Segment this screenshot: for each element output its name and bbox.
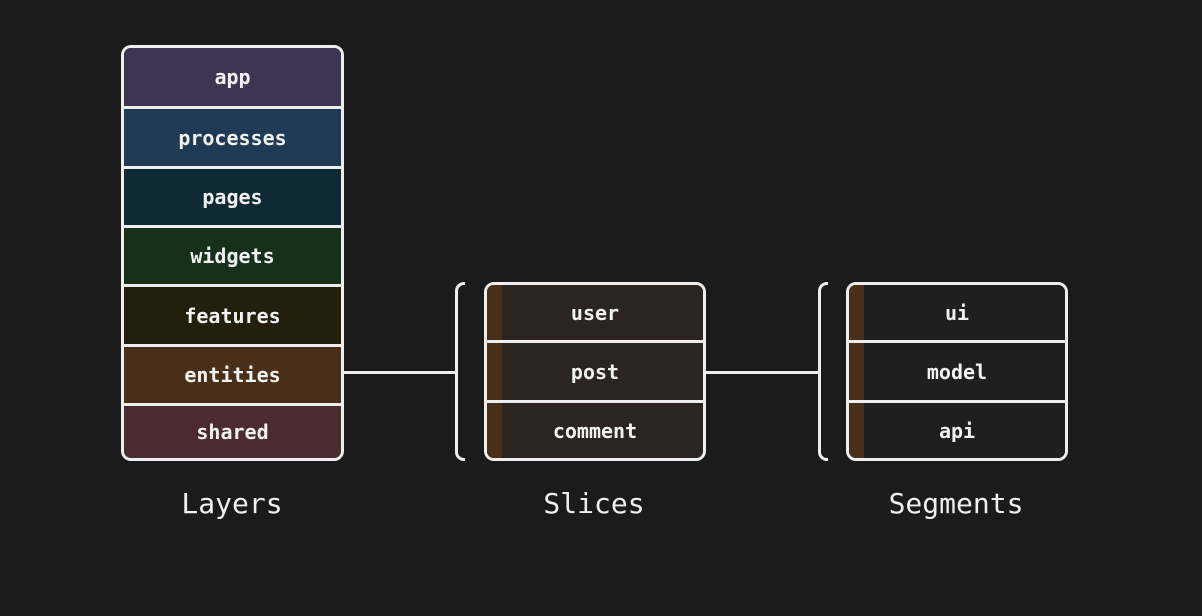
layer-processes-label: processes bbox=[178, 125, 287, 150]
layer-app-label: app bbox=[214, 65, 251, 89]
layer-processes: processes bbox=[124, 106, 341, 166]
layer-shared-label: shared bbox=[196, 420, 269, 444]
segment-api-label: api bbox=[938, 418, 976, 443]
layers-stack: app processes pages widgets features ent… bbox=[121, 45, 344, 461]
segments-caption: Segments bbox=[888, 487, 1024, 520]
layer-features-label: features bbox=[184, 303, 281, 328]
layer-shared: shared bbox=[124, 403, 341, 458]
connector-layers-slices bbox=[344, 371, 457, 374]
slice-comment: comment bbox=[487, 400, 703, 458]
slices-stack: user post comment bbox=[484, 282, 706, 461]
layer-app: app bbox=[124, 48, 341, 106]
segments-stack: ui model api bbox=[846, 282, 1068, 461]
layer-pages: pages bbox=[124, 166, 341, 225]
slice-post: post bbox=[487, 340, 703, 400]
segment-model-label: model bbox=[926, 359, 988, 384]
connector-slices-segments bbox=[706, 371, 820, 374]
layer-pages-label: pages bbox=[202, 185, 263, 209]
slice-comment-label: comment bbox=[552, 418, 638, 443]
slice-post-label: post bbox=[570, 359, 620, 384]
slice-user: user bbox=[487, 285, 703, 340]
segments-bracket bbox=[818, 282, 828, 461]
layer-widgets: widgets bbox=[124, 225, 341, 284]
slices-bracket bbox=[455, 282, 465, 461]
slices-caption: Slices bbox=[543, 487, 645, 520]
segment-ui: ui bbox=[849, 285, 1065, 340]
slice-user-label: user bbox=[570, 300, 620, 325]
layer-entities-label: entities bbox=[184, 363, 281, 387]
layers-caption: Layers bbox=[181, 487, 283, 520]
segment-ui-label: ui bbox=[944, 300, 970, 325]
layer-features: features bbox=[124, 284, 341, 344]
segment-api: api bbox=[849, 400, 1065, 458]
layer-widgets-label: widgets bbox=[190, 244, 275, 268]
layer-entities: entities bbox=[124, 344, 341, 403]
segment-model: model bbox=[849, 340, 1065, 400]
